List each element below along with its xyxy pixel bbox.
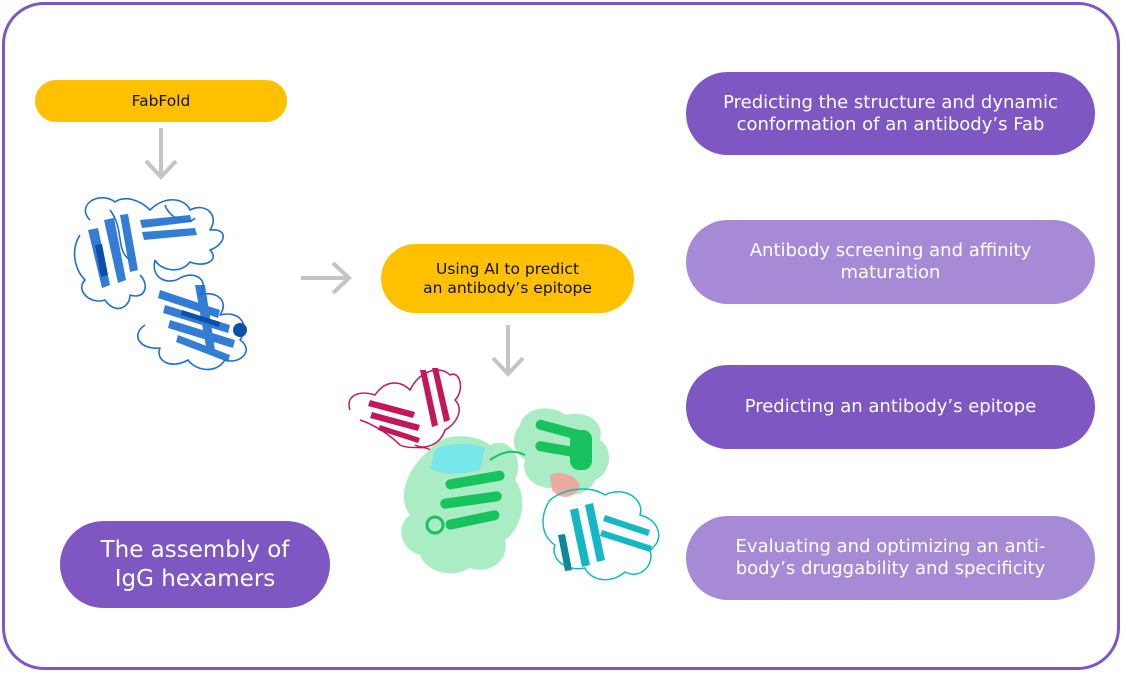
- arrow-down-icon: [491, 325, 525, 377]
- application-text: Evaluating and optimizing an anti-: [735, 536, 1046, 558]
- igg-hexamer-label: The assembly of IgG hexamers: [60, 521, 330, 608]
- fabfold-label: FabFold: [35, 80, 287, 122]
- application-text: Predicting the structure and dynamic: [723, 91, 1058, 113]
- application-affinity-maturation: Antibody screening and affinity maturati…: [686, 220, 1095, 304]
- application-fab-structure: Predicting the structure and dynamic con…: [686, 72, 1095, 155]
- application-text: maturation: [840, 262, 941, 283]
- epitope-prediction-line-1: Using AI to predict: [435, 259, 580, 278]
- application-text: Antibody screening and affinity: [749, 240, 1032, 262]
- epitope-prediction-label: Using AI to predict an antibody’s epitop…: [381, 244, 634, 313]
- igg-hexamer-line-2: IgG hexamers: [114, 565, 276, 592]
- arrow-right-icon: [301, 261, 352, 295]
- application-text: body’s druggability and specificity: [735, 558, 1046, 579]
- fab-structure-image: [73, 196, 247, 371]
- igg-hexamer-line-1: The assembly of: [100, 536, 290, 563]
- application-text: Predicting an antibody’s epitope: [744, 396, 1037, 418]
- arrow-down-icon: [144, 128, 178, 180]
- application-text: conformation of an antibody’s Fab: [736, 113, 1045, 135]
- epitope-prediction-line-2: an antibody’s epitope: [423, 278, 592, 297]
- epitope-complex-image: [348, 368, 660, 581]
- fabfold-text: FabFold: [131, 91, 191, 110]
- application-druggability: Evaluating and optimizing an anti- body’…: [686, 516, 1095, 600]
- application-epitope-prediction: Predicting an antibody’s epitope: [686, 365, 1095, 449]
